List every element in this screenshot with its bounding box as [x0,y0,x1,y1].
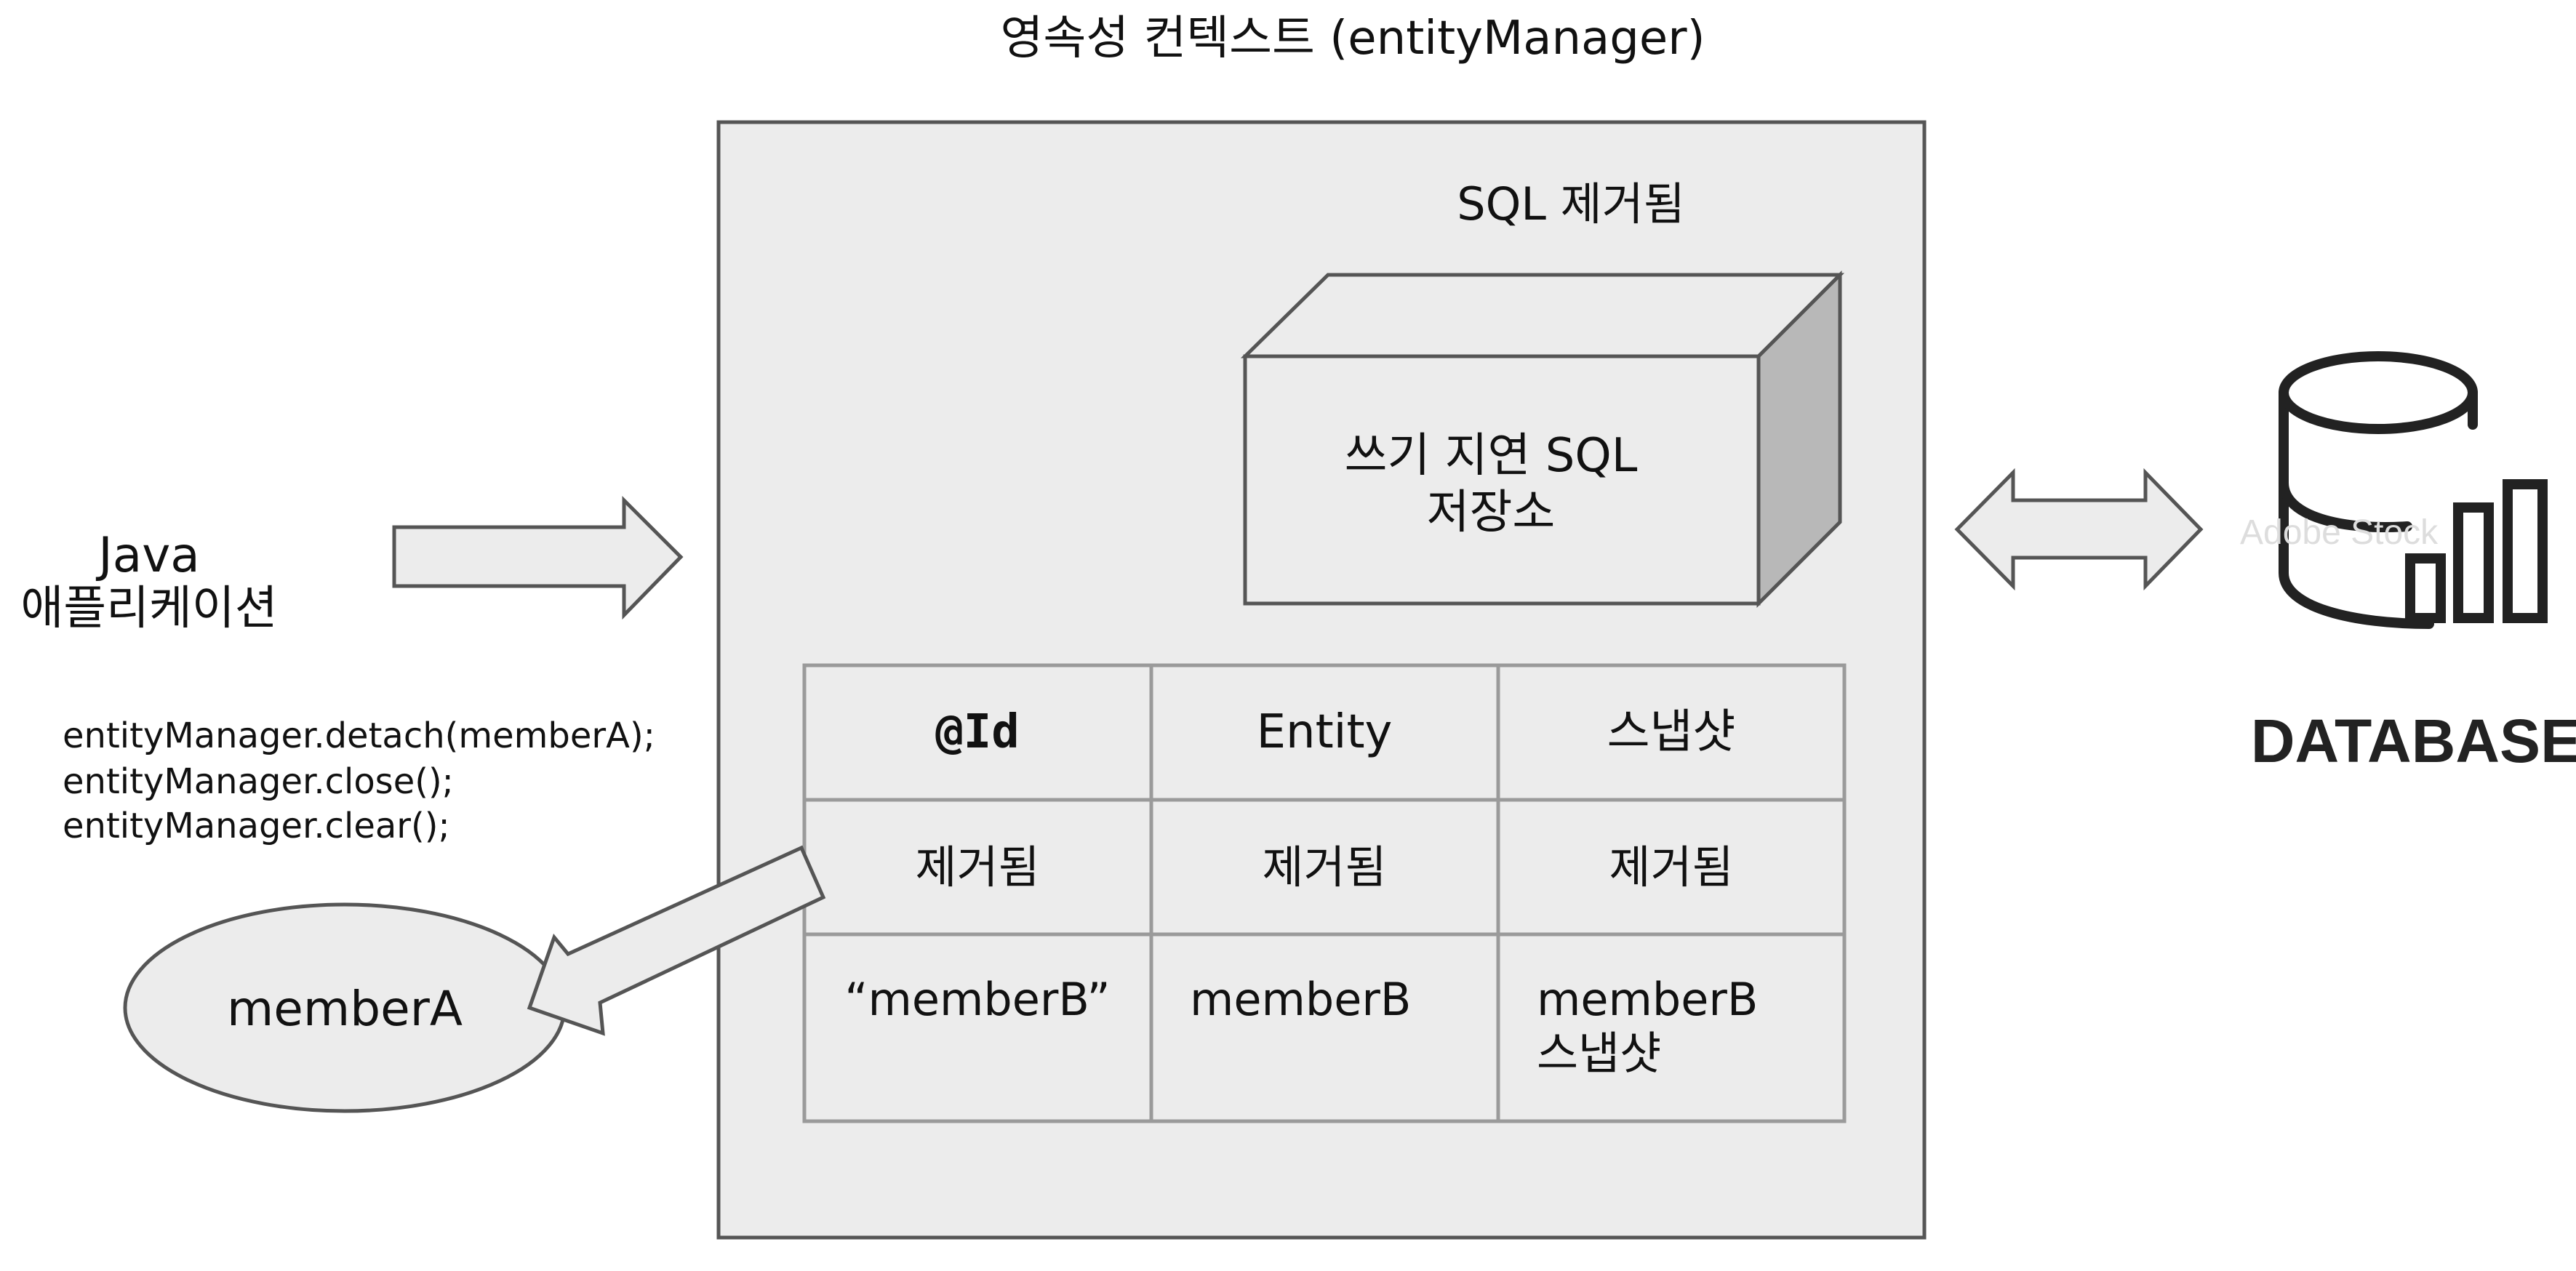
table-header-entity: Entity [1257,705,1393,759]
code-line-clear: entityManager.clear(); [63,806,450,846]
java-label-line1: Java [95,527,199,583]
store-top-face [1240,273,1845,358]
right-arrow-icon [392,495,684,620]
stock-watermark: Adobe Stock [2240,513,2439,552]
store-label-line2: 저장소 [1427,486,1556,540]
table-header-snapshot: 스냅샷 [1607,705,1736,759]
java-application-label: Java 애플리케이션 [20,527,277,636]
diagram-title: 영속성 컨텍스트 (entityManager) [1000,12,1705,65]
detach-arrow-icon [527,845,826,1036]
em-code-snippet: entityManager.detach(memberA); entityMan… [63,715,655,846]
code-line-close: entityManager.close(); [63,761,454,802]
detached-entity-ellipse: memberA [123,902,567,1113]
write-behind-sql-store: 쓰기 지연 SQL 저장소 [1240,270,1845,609]
database-icon-middle-band [2279,478,2412,533]
store-label-line1: 쓰기 지연 SQL [1345,429,1638,483]
member-cell-entity: memberB [1190,973,1411,1026]
database-icon-top-cylinder [2279,351,2478,434]
member-cell-id: “memberB” [844,973,1110,1026]
removed-cell-snapshot: 제거됨 [1609,841,1733,894]
double-arrow-icon [1954,468,2204,591]
database-icon-body [2279,388,2434,629]
sql-removed-label: SQL 제거됨 [1457,177,1685,230]
removed-cell-id: 제거됨 [915,841,1039,894]
database-bar-1 [2405,553,2446,623]
member-cell-snapshot-line1: memberB [1537,973,1758,1026]
database-label: DATABASE [2251,707,2576,775]
store-front-face [1243,354,1761,606]
java-label-line2: 애플리케이션 [20,582,277,636]
database-icon [2279,351,2548,629]
table-header-id: @Id [935,705,1020,759]
database-bar-2 [2453,502,2494,623]
member-cell-snapshot-line2: 스냅샷 [1537,1027,1661,1080]
database-bar-3 [2503,479,2548,623]
first-level-cache-table: @Id Entity 스냅샷 제거됨 제거됨 제거됨 “memberB” mem… [802,663,1847,1123]
removed-cell-entity: 제거됨 [1262,841,1386,894]
code-line-detach: entityManager.detach(memberA); [63,715,655,756]
detached-entity-label: memberA [227,981,463,1037]
